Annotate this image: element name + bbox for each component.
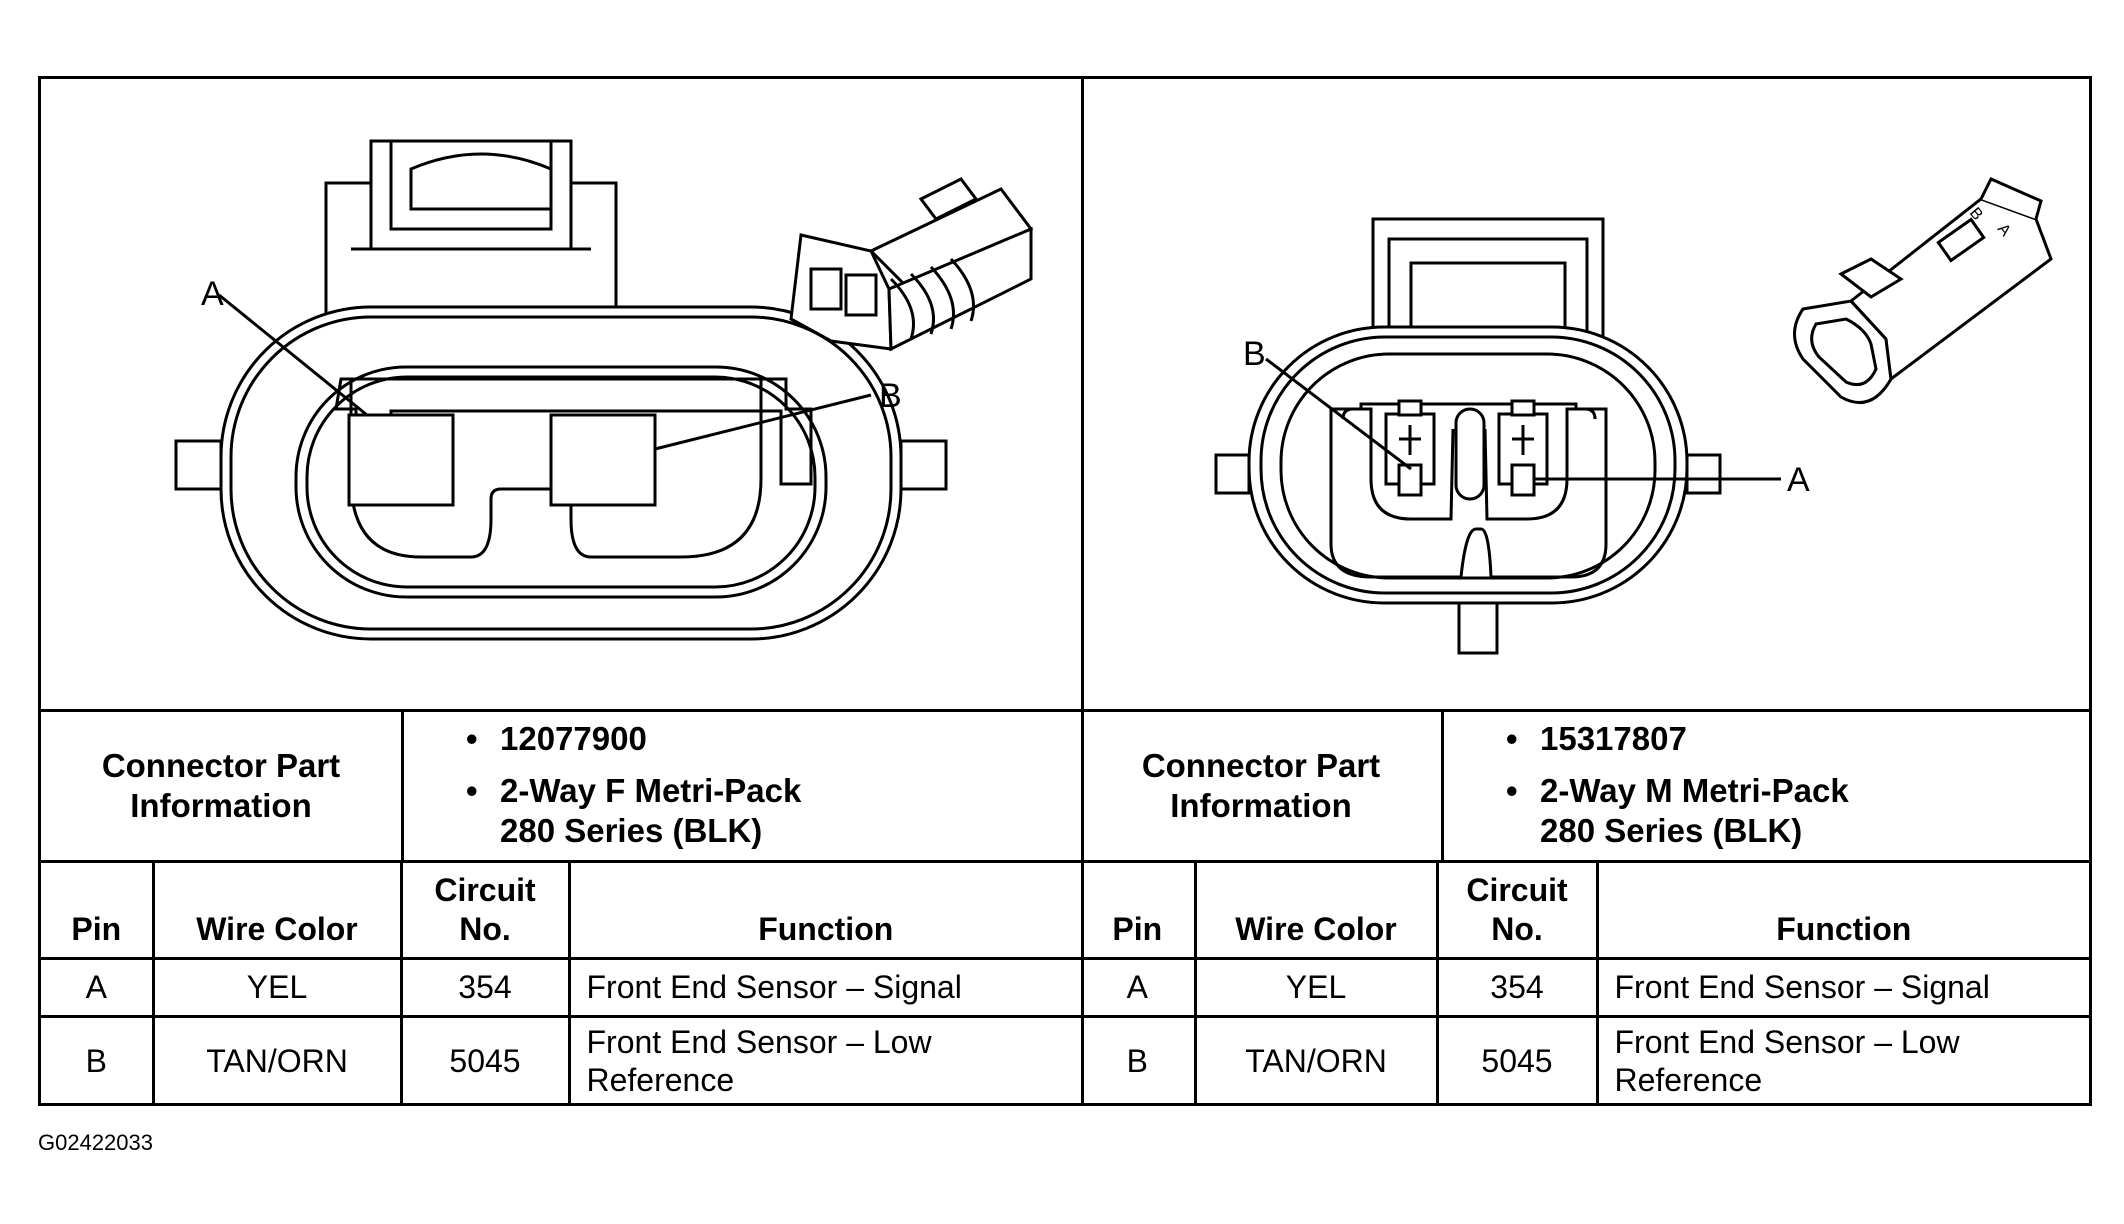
- description-line2: 280 Series (BLK): [1540, 812, 1803, 849]
- connector-info-row-left: Connector Part Information • 12077900 • …: [41, 712, 1081, 863]
- connector-info-label: Connector Part Information: [41, 712, 404, 860]
- circuit-cell: 5045: [399, 1014, 571, 1104]
- callout-a-left: A: [201, 275, 224, 313]
- header-circuit-line1: Circuit: [1466, 871, 1568, 908]
- description-line2: 280 Series (BLK): [500, 812, 763, 849]
- part-number: 12077900: [500, 720, 647, 757]
- header-wire-color: Wire Color: [151, 860, 403, 960]
- part-number: 15317807: [1540, 720, 1687, 757]
- function-line2: Reference: [1614, 1061, 1763, 1098]
- circuit-cell: 5045: [1435, 1014, 1599, 1104]
- function-line1: Front End Sensor – Low: [586, 1023, 932, 1060]
- wire-color-cell: YEL: [151, 956, 403, 1018]
- connector-drawing-female: A B: [41, 79, 1081, 712]
- header-pin: Pin: [41, 860, 155, 960]
- info-label-line1: Connector Part: [1141, 747, 1381, 784]
- function-line1: Front End Sensor – Low: [1614, 1023, 1960, 1060]
- header-circuit-line1: Circuit: [434, 871, 536, 908]
- bullet-dot: •: [466, 720, 478, 757]
- wire-color-cell: YEL: [1193, 956, 1439, 1018]
- header-wire-color: Wire Color: [1193, 860, 1439, 960]
- table-row: A YEL 354 Front End Sensor – Signal: [1081, 956, 2089, 1018]
- connector-info-row-right: Connector Part Information • 15317807 • …: [1081, 712, 2089, 863]
- female-connector-face-icon: A B: [174, 139, 1034, 641]
- connector-panel-right: B A B A Connector Part Information • 153…: [1081, 79, 2089, 1104]
- connector-info-values: • 15317807 • 2-Way M Metri-Pack 280 Seri…: [1444, 712, 2089, 860]
- connector-info-values: • 12077900 • 2-Way F Metri-Pack 280 Seri…: [404, 712, 1081, 860]
- header-function: Function: [567, 860, 1081, 960]
- connector-info-label: Connector Part Information: [1081, 712, 1444, 860]
- pin-cell: A: [41, 956, 155, 1018]
- pin-cell: B: [1081, 1014, 1197, 1104]
- info-label-line1: Connector Part: [101, 747, 341, 784]
- function-line1: Front End Sensor – Signal: [1614, 969, 1990, 1005]
- connector-frame: A B Connector Part Information • 1207790…: [38, 76, 2092, 1106]
- function-line1: Front End Sensor – Signal: [586, 969, 962, 1005]
- connector-panel-left: A B Connector Part Information • 1207790…: [41, 79, 1084, 1104]
- pin-cell: A: [1081, 956, 1197, 1018]
- function-line2: Reference: [586, 1061, 735, 1098]
- function-cell: Front End Sensor – Signal: [567, 956, 1081, 1018]
- callout-b-right: B: [1243, 335, 1266, 373]
- header-circuit-line2: No.: [459, 910, 511, 947]
- bullet-dot: •: [1506, 720, 1518, 757]
- header-function: Function: [1595, 860, 2089, 960]
- wire-color-cell: TAN/ORN: [151, 1014, 403, 1104]
- connector-drawing-male: B A B A: [1081, 79, 2089, 712]
- info-label-line2: Information: [1170, 787, 1352, 824]
- circuit-cell: 354: [1435, 956, 1599, 1018]
- info-label-line2: Information: [130, 787, 312, 824]
- figure-id: G02422033: [38, 1130, 153, 1155]
- callout-a-right: A: [1787, 461, 1810, 499]
- description-line1: 2-Way M Metri-Pack: [1540, 772, 1849, 809]
- bullet-dot: •: [1506, 772, 1518, 809]
- callout-b-left: B: [879, 377, 902, 415]
- header-circuit-line2: No.: [1491, 910, 1543, 947]
- wire-color-cell: TAN/ORN: [1193, 1014, 1439, 1104]
- function-cell: Front End Sensor – Signal: [1595, 956, 2089, 1018]
- table-row: A YEL 354 Front End Sensor – Signal: [41, 956, 1081, 1018]
- circuit-cell: 354: [399, 956, 571, 1018]
- description-line1: 2-Way F Metri-Pack: [500, 772, 802, 809]
- pin-cell: B: [41, 1014, 155, 1104]
- male-connector-face-icon: B A B A: [1214, 177, 2053, 655]
- bullet-dot: •: [466, 772, 478, 809]
- header-pin: Pin: [1081, 860, 1197, 960]
